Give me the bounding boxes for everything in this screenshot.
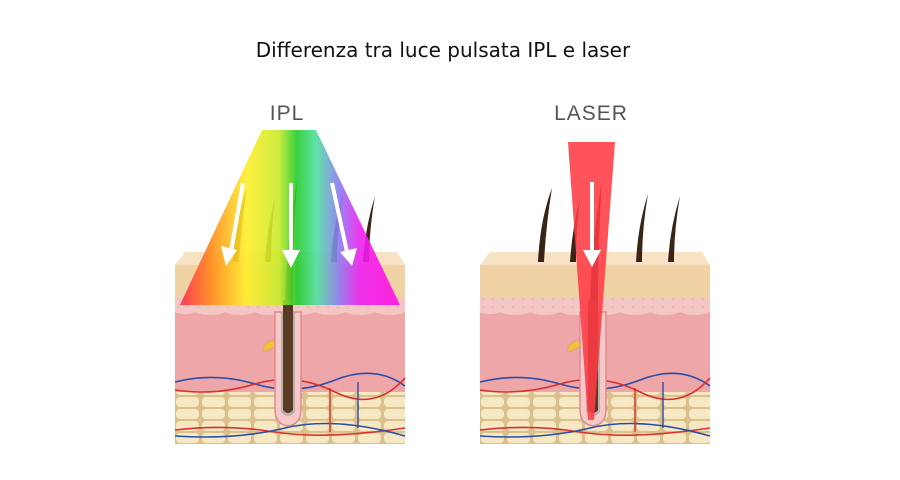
laser-arrow-icon	[583, 182, 601, 267]
laser-label: LASER	[554, 102, 628, 125]
laser-beam	[568, 142, 615, 420]
page-title: Differenza tra luce pulsata IPL e laser	[255, 38, 631, 62]
ipl-label: IPL	[269, 102, 305, 125]
laser-diagram	[479, 142, 711, 445]
ipl-diagram	[174, 130, 406, 445]
ipl-arrow-icons	[221, 182, 357, 268]
